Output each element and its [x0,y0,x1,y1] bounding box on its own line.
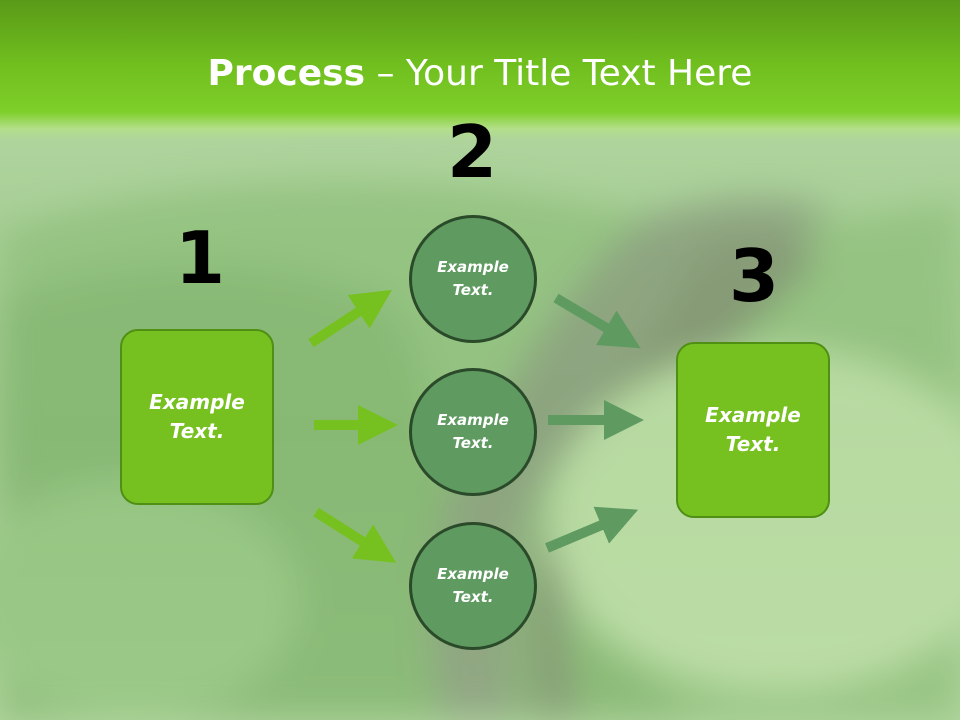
step-3-text-line1: Example [705,403,801,427]
circle-middle-text-line1: Example [437,411,509,429]
step-2-circle-top[interactable]: Example Text. [409,215,537,343]
circle-top-text-line2: Text. [452,281,494,299]
title-rest: – Your Title Text Here [365,53,753,94]
circle-bottom-text-line1: Example [437,565,509,583]
arrow-1-to-top [308,289,393,348]
slide-title: Process – Your Title Text Here [0,52,960,96]
step-number-3: 3 [728,234,780,318]
title-banner [0,0,960,140]
step-2-circle-bottom[interactable]: Example Text. [409,522,537,650]
step-number-1: 1 [174,216,226,300]
title-bold: Process [207,53,366,94]
step-3-box[interactable]: Example Text. [676,342,830,518]
circle-middle-text-line2: Text. [452,434,494,452]
arrow-1-to-bottom [313,507,397,563]
step-number-2: 2 [446,110,498,194]
circle-top-text-line1: Example [437,258,509,276]
step-1-box[interactable]: Example Text. [120,329,274,505]
step-2-circle-middle[interactable]: Example Text. [409,368,537,496]
arrow-top-to-3 [553,293,641,349]
step-3-text-line2: Text. [725,432,781,456]
circle-bottom-text-line2: Text. [452,588,494,606]
step-1-text-line2: Text. [169,419,225,443]
step-1-text-line1: Example [149,390,245,414]
arrow-bottom-to-3 [545,506,639,553]
